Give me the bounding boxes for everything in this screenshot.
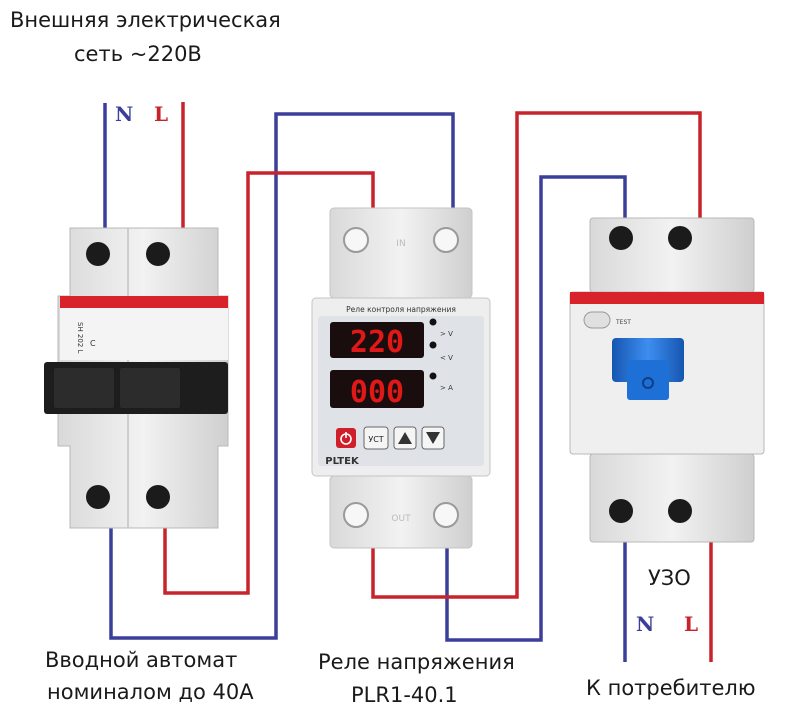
header-title-line1: Внешняя электрическая	[10, 8, 281, 32]
relay-terminal-out-label: OUT	[391, 514, 411, 524]
rcd-caption: УЗО	[648, 566, 691, 590]
relay-led-over-current	[429, 372, 437, 380]
rcd-bottom-terminal-n	[609, 499, 633, 523]
relay-in-terminal-screw-2	[433, 227, 459, 253]
rcd-top-terminal-l	[668, 226, 692, 250]
consumer-neutral-label: N	[636, 612, 655, 636]
triangle-down-icon	[426, 432, 440, 444]
source-phase-label: L	[154, 102, 169, 126]
relay-led-under-voltage	[429, 341, 437, 349]
triangle-up-icon	[398, 432, 412, 444]
relay-terminal-in-label: IN	[396, 239, 405, 249]
rcd-top-terminal-n	[609, 226, 633, 250]
relay-caption-line1: Реле напряжения	[318, 650, 515, 674]
relay-display-top	[330, 322, 424, 358]
relay-indicator-over-current: > A	[440, 384, 453, 392]
rcd-device	[569, 217, 765, 543]
relay-display-bottom	[330, 370, 424, 408]
breaker-top-terminal-n	[86, 242, 110, 266]
breaker-bottom-terminal-n	[86, 485, 110, 509]
breaker-top-terminal-l	[146, 242, 170, 266]
consumer-phase-label: L	[684, 612, 699, 636]
phase-relay-to-rcd-wire	[371, 111, 702, 599]
relay-indicator-under-voltage: < V	[440, 354, 453, 362]
header-title-line2: сеть ~220В	[74, 42, 202, 66]
phase-breaker-to-relay-wire	[163, 171, 375, 595]
phase-wires	[163, 102, 713, 662]
neutral-breaker-to-relay-wire	[109, 112, 455, 640]
circuit-breaker	[44, 227, 229, 529]
source-neutral-label: N	[115, 102, 134, 126]
relay-digits-bottom: 000	[350, 375, 404, 410]
relay-caption-line2: PLR1-40.1	[351, 683, 458, 707]
relay-indicator-over-voltage: > V	[440, 330, 453, 338]
relay-set-button[interactable]	[363, 426, 389, 450]
neutral-relay-to-rcd-wire	[445, 175, 627, 642]
relay-digits-top: 220	[350, 325, 404, 360]
relay-set-button-label: УСТ	[368, 435, 383, 444]
relay-led-over-voltage	[429, 318, 437, 326]
rcd-bottom-terminal-l	[668, 499, 692, 523]
relay-in-terminal-screw-1	[343, 227, 369, 253]
breaker-char-label: C	[90, 339, 96, 348]
breaker-caption-line1: Вводной автомат	[45, 648, 238, 672]
breaker-bottom-terminal-l	[146, 485, 170, 509]
relay-panel-title: Реле контроля напряжения	[346, 305, 456, 314]
relay-brand: PLTEK	[325, 456, 360, 467]
voltage-relay	[311, 207, 491, 549]
rcd-test-label: TEST	[615, 319, 631, 326]
breaker-model-label: SH 202 L	[76, 322, 84, 354]
consumer-caption: К потребителю	[586, 676, 756, 700]
breaker-caption-line2: номиналом до 40А	[47, 680, 254, 704]
rcd-test-button[interactable]	[583, 311, 611, 329]
neutral-wires	[103, 103, 627, 662]
relay-out-terminal-screw-1	[343, 502, 369, 528]
relay-out-terminal-screw-2	[433, 502, 459, 528]
